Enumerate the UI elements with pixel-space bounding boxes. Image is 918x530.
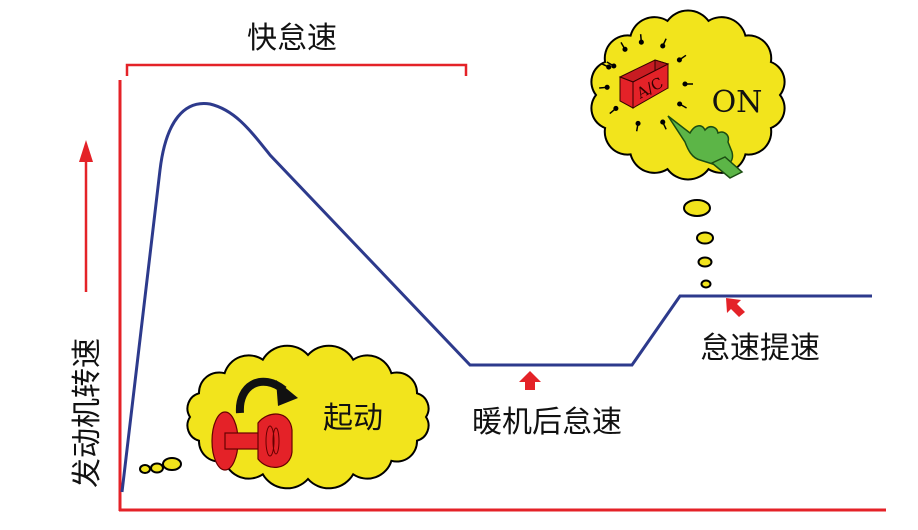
pointing-hand-icon (667, 115, 744, 179)
ac-thought-bubble: A/C ON (590, 9, 786, 289)
glow-ray-dot (622, 46, 628, 52)
idle-up-arrow-icon (726, 298, 745, 317)
glow-ray-dot (635, 120, 641, 126)
glow-ray-dot (606, 64, 612, 70)
glow-rays-icon (599, 34, 693, 132)
glow-ray-dot (638, 39, 644, 45)
start-thought-bubble: 起动 (139, 344, 430, 490)
warm-idle-arrow-icon (519, 371, 541, 390)
glow-ray-dot (660, 119, 666, 125)
warm-idle-label: 暖机后怠速 (472, 405, 622, 440)
y-axis-label: 发动机转速 (70, 338, 105, 488)
glow-ray-dot (677, 101, 683, 107)
y-axis-arrow-icon (79, 140, 93, 292)
start-label: 起动 (323, 401, 383, 436)
fast-idle-bracket (125, 63, 468, 76)
on-label: ON (712, 85, 763, 120)
rotate-arrow-icon (235, 377, 298, 414)
glow-ray-dot (611, 63, 617, 69)
glow-ray-dot (676, 57, 682, 63)
idle-up-label: 怠速提速 (700, 331, 820, 366)
glow-ray-dot (613, 105, 619, 111)
glow-ray-dot (660, 43, 666, 49)
fast-idle-label: 快怠速 (247, 21, 337, 56)
engine-speed-curve (120, 102, 872, 493)
glow-ray-dot (682, 81, 688, 87)
ignition-key-icon (211, 411, 293, 471)
glow-ray-dot (604, 84, 610, 90)
